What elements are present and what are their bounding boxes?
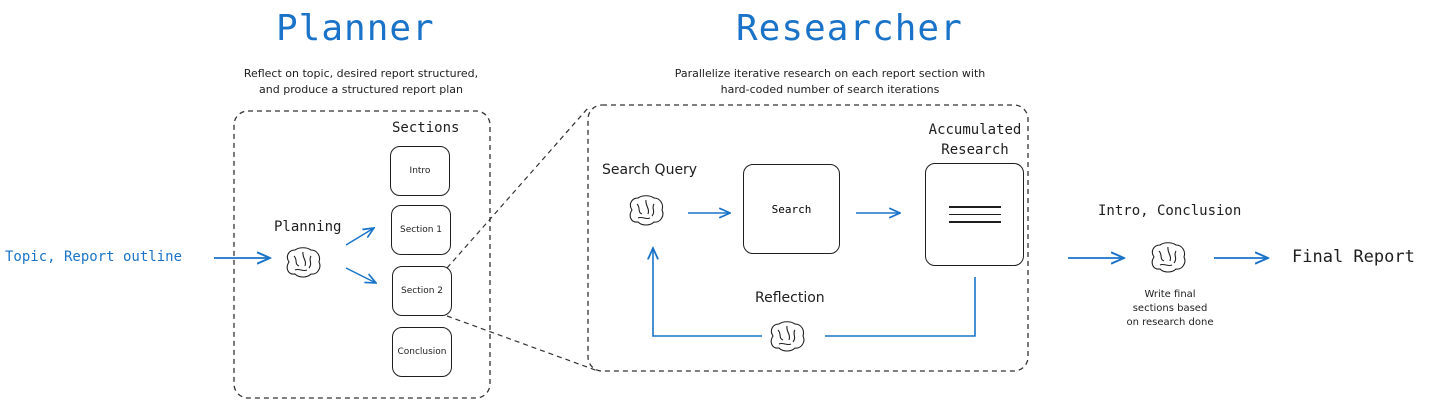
planner-description-line2: and produce a structured report plan	[259, 83, 463, 96]
search-box-label: Search	[771, 202, 812, 216]
planner-description: Reflect on topic, desired report structu…	[196, 66, 526, 98]
section-box-conclusion: Conclusion	[392, 327, 452, 377]
section-label: Conclusion	[397, 347, 447, 357]
zoom-connector-top	[446, 107, 589, 269]
document-lines-icon	[948, 200, 1001, 229]
section-label: Section 1	[399, 225, 443, 235]
researcher-description-line1: Parallelize iterative research on each r…	[674, 67, 986, 80]
section-box-section-1: Section 1	[391, 205, 451, 255]
writer-label: Intro, Conclusion	[1098, 203, 1242, 219]
planning-label: Planning	[274, 219, 342, 235]
writer-description-line1: Write final	[1144, 289, 1196, 300]
reflection-label: Reflection	[755, 290, 825, 306]
researcher-description: Parallelize iterative research on each r…	[600, 66, 1060, 98]
writer-description: Write final sections based on research d…	[1110, 288, 1230, 330]
accumulated-research-box	[925, 163, 1024, 266]
planner-container	[233, 110, 491, 399]
researcher-title: Researcher	[736, 8, 963, 49]
input-label: Topic, Report outline	[5, 249, 183, 265]
section-label: Section 2	[400, 286, 444, 296]
writer-description-line3: on research done	[1126, 317, 1214, 328]
zoom-connector-bottom	[446, 315, 599, 372]
search-query-label: Search Query	[602, 162, 698, 178]
section-box-section-2: Section 2	[392, 266, 452, 316]
reflection-loop-right	[825, 277, 976, 337]
section-label: Intro	[409, 166, 431, 176]
accumulated-label-line2: Research	[941, 142, 1009, 158]
planner-description-line1: Reflect on topic, desired report structu…	[243, 67, 479, 80]
researcher-container	[587, 104, 1029, 372]
accumulated-research-label: Accumulated Research	[920, 120, 1030, 160]
arrow-right-icon	[345, 267, 376, 283]
planner-title: Planner	[276, 8, 435, 49]
brain-icon	[770, 321, 805, 352]
researcher-description-line2: hard-coded number of search iterations	[720, 83, 940, 96]
final-report-label: Final Report	[1292, 247, 1415, 267]
section-box-intro: Intro	[390, 146, 450, 196]
search-box: Search	[743, 164, 840, 254]
brain-icon	[629, 195, 664, 226]
sections-label: Sections	[392, 120, 460, 136]
writer-description-line2: sections based	[1132, 303, 1208, 314]
arrow-right-icon	[345, 228, 374, 246]
reflection-loop-left	[653, 248, 762, 337]
brain-icon	[1151, 242, 1186, 273]
brain-icon	[286, 247, 321, 278]
accumulated-label-line1: Accumulated	[928, 122, 1022, 138]
